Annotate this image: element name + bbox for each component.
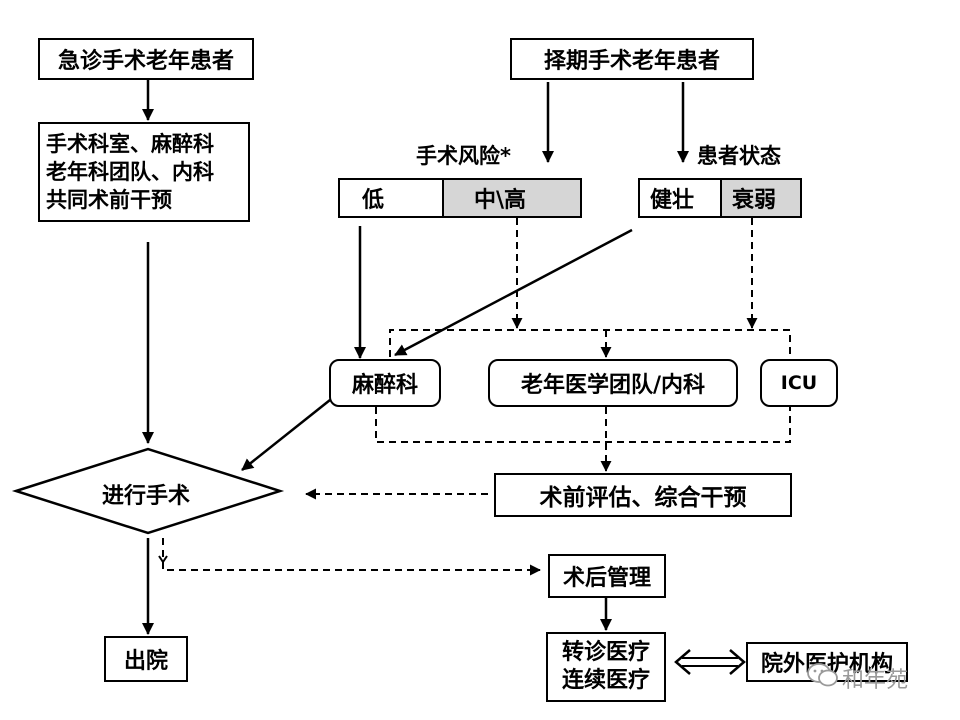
anesthesia-box: 麻醉科 — [329, 359, 441, 407]
watermark-text: 和年苑 — [842, 668, 909, 693]
dashed-small-arrowhead — [158, 555, 168, 564]
discharge-box: 出院 — [104, 636, 188, 682]
surgical-risk-label: 手术风险* — [416, 144, 511, 168]
geriatric-team-box: 老年医学团队/内科 — [488, 359, 738, 407]
referral-care-box: 转诊医疗 连续医疗 — [546, 632, 666, 702]
joint-line-1: 手术科室、麻醉科 — [46, 132, 214, 156]
perform-surgery-label: 进行手术 — [102, 484, 191, 509]
dashed-distribution-bus — [389, 329, 791, 357]
arrow-anesthesia-to-surgery — [241, 399, 331, 471]
joint-line-3: 共同术前干预 — [46, 188, 172, 212]
emergency-patients-box: 急诊手术老年患者 — [38, 38, 254, 80]
double-arrow-referral-external — [674, 649, 746, 675]
joint-line-2: 老年科团队、内科 — [46, 160, 214, 184]
arrow-healthy-to-anesthesia — [394, 228, 633, 357]
surgery-diamond — [11, 447, 285, 535]
status-healthy-cell: 健壮 — [638, 178, 722, 218]
referral-line-1: 转诊医疗 — [561, 640, 650, 665]
risk-mid-high-cell: 中\高 — [442, 178, 582, 218]
referral-line-2: 连续医疗 — [561, 668, 650, 693]
patient-status-label: 患者状态 — [697, 144, 781, 168]
icu-box: ICU — [760, 359, 838, 407]
wechat-logo-icon — [807, 663, 838, 687]
status-frail-cell: 衰弱 — [720, 178, 802, 218]
postop-management-box: 术后管理 — [548, 554, 666, 598]
joint-intervention-box: 手术科室、麻醉科 老年科团队、内科 共同术前干预 — [38, 122, 250, 222]
dashed-collector-bus — [375, 407, 791, 443]
preop-assessment-box: 术前评估、综合干预 — [494, 473, 792, 517]
risk-low-cell: 低 — [338, 178, 444, 218]
elective-patients-box: 择期手术老年患者 — [510, 38, 754, 80]
dashed-surgery-to-postop — [162, 538, 541, 576]
